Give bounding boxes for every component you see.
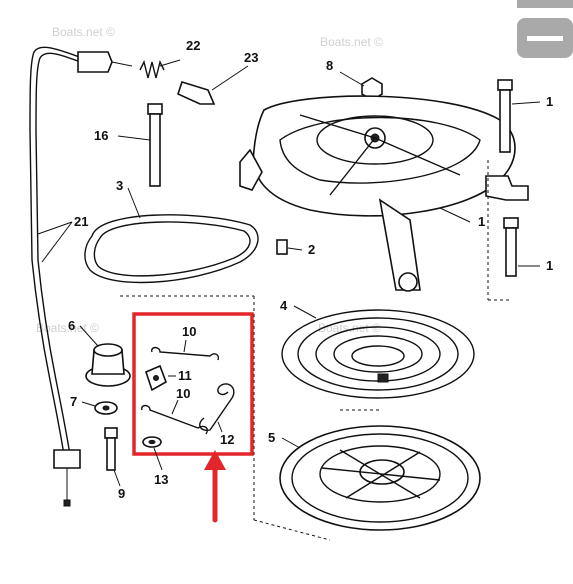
scroll-button[interactable]: [517, 0, 573, 58]
part-label: 1: [546, 94, 553, 109]
watermark: Boats.net ©: [36, 321, 99, 335]
part-8-nut: [339, 71, 383, 101]
part-5-pulley: [279, 425, 481, 531]
part-label: 10: [182, 324, 196, 339]
watermark: Boats.net ©: [320, 35, 383, 49]
part-label: 4: [280, 298, 288, 313]
part-21-cable: [29, 46, 133, 507]
part-label: 10: [176, 386, 190, 401]
part-6-cup: [79, 325, 131, 387]
part-label: 2: [308, 242, 315, 257]
part-label: 5: [268, 430, 275, 445]
part-label: 22: [186, 38, 200, 53]
part-16-stud: [117, 103, 163, 187]
arrow-up-icon: [204, 450, 226, 523]
part-1-studs: [439, 79, 541, 301]
part-label: 11: [178, 368, 192, 383]
part-22-spring: [139, 59, 181, 79]
part-4-spring: [281, 305, 475, 399]
assembly-guide: [253, 519, 331, 541]
part-2-screw: [276, 239, 303, 255]
part-label: 8: [326, 58, 333, 73]
part-label: 3: [116, 178, 123, 193]
part-23-plunger: [177, 65, 249, 105]
part-label: 23: [244, 50, 258, 65]
part-label: 13: [154, 472, 168, 487]
watermark: Boats.net ©: [52, 25, 115, 39]
part-label: 1: [478, 214, 485, 229]
part-9-screw: [104, 427, 121, 487]
watermark: Boats.net ©: [318, 321, 381, 335]
part-13-washer: [142, 436, 163, 471]
part-label: 7: [70, 394, 77, 409]
part-label: 21: [74, 214, 88, 229]
starter-housing: [239, 95, 529, 292]
parts-10-12-springs: [141, 339, 235, 435]
part-label: 1: [546, 258, 553, 273]
part-label: 12: [220, 432, 234, 447]
part-3-gasket: [84, 187, 259, 284]
part-label: 16: [94, 128, 108, 143]
part-label: 9: [118, 486, 125, 501]
highlight-box: [132, 312, 254, 456]
part-label: 6: [68, 318, 75, 333]
part-7-washer: [81, 401, 118, 415]
